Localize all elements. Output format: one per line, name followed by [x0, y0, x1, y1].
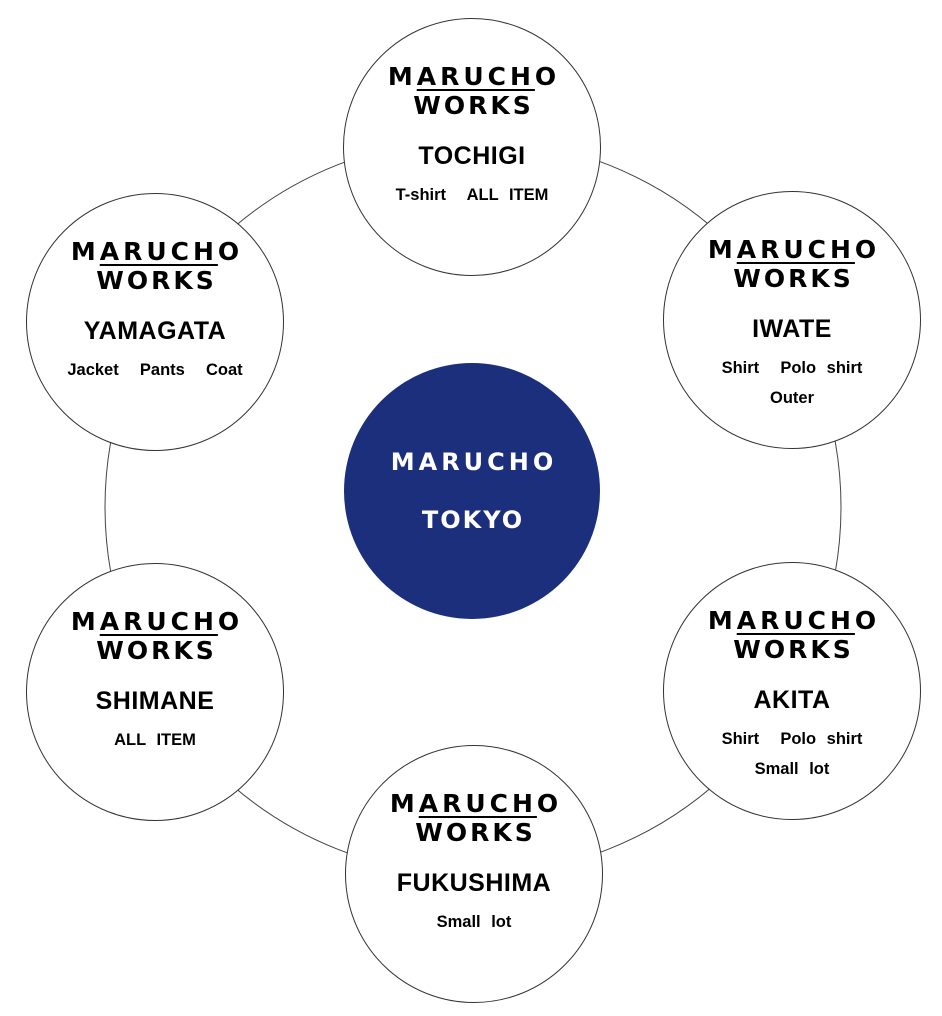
factory-product-line: Small lot — [436, 912, 512, 931]
logo-wordmark-top: MARUCHO — [71, 238, 243, 265]
factory-product-line: Outer — [769, 388, 814, 407]
factory-location-name: YAMAGATA — [83, 316, 227, 345]
factory-product-line: Small lot — [754, 759, 830, 778]
logo-letter-end: O — [217, 236, 244, 266]
logo-letter-end: O — [854, 234, 881, 264]
factory-product-line: T-shirt ALL ITEM — [395, 185, 549, 204]
logo-letter-start: M — [70, 236, 100, 266]
center-hub-marucho-tokyo: MARUCHO TOKYO — [344, 363, 600, 619]
logo-letter-end: O — [217, 606, 244, 636]
logo-letters-underlined: ARUCH — [736, 605, 855, 635]
logo-letters-underlined: ARUCH — [418, 788, 537, 818]
logo-wordmark-top: MARUCHO — [388, 63, 560, 90]
logo-wordmark-bottom: WORKS — [96, 635, 217, 665]
factory-product-list: Small lot — [437, 907, 512, 937]
logo-wordmark-top: MARUCHO — [708, 607, 880, 634]
logo-letter-start: M — [70, 606, 100, 636]
factory-location-name: AKITA — [753, 685, 831, 714]
center-line2: TOKYO — [421, 506, 525, 534]
logo-letter-end: O — [854, 605, 881, 635]
logo-letter-start: M — [707, 605, 737, 635]
logo-letter-end: O — [536, 788, 563, 818]
logo-wordmark-top: MARUCHO — [708, 236, 880, 263]
factory-location-name: FUKUSHIMA — [396, 868, 552, 897]
logo-letter-start: M — [707, 234, 737, 264]
factory-product-list: Jacket Pants Coat — [67, 355, 242, 385]
factory-product-line: Shirt Polo shirt — [721, 729, 863, 748]
factory-product-list: ALL ITEM — [114, 725, 196, 755]
factory-product-line: Shirt Polo shirt — [721, 358, 863, 377]
logo-wordmark-bottom: WORKS — [415, 817, 536, 847]
logo-letters-underlined: ARUCH — [736, 234, 855, 264]
logo-letter-start: M — [389, 788, 419, 818]
factory-location-name: TOCHIGI — [418, 141, 526, 170]
factory-location-name: SHIMANE — [95, 686, 215, 715]
factory-product-list: T-shirt ALL ITEM — [396, 180, 549, 210]
logo-letter-end: O — [534, 61, 561, 91]
factory-product-line: Jacket Pants Coat — [67, 360, 243, 379]
logo-wordmark-bottom: WORKS — [413, 90, 534, 120]
logo-wordmark-top: MARUCHO — [71, 608, 243, 635]
logo-wordmark-top: MARUCHO — [390, 790, 562, 817]
factory-location-name: IWATE — [752, 314, 832, 343]
logo-wordmark-bottom: WORKS — [96, 265, 217, 295]
center-line1: MARUCHO — [390, 448, 558, 476]
factory-product-line: ALL ITEM — [114, 730, 196, 749]
logo-letters-underlined: ARUCH — [416, 61, 535, 91]
logo-wordmark-bottom: WORKS — [733, 263, 854, 293]
logo-wordmark-bottom: WORKS — [733, 634, 854, 664]
logo-letters-underlined: ARUCH — [99, 606, 218, 636]
logo-letter-start: M — [387, 61, 417, 91]
logo-letters-underlined: ARUCH — [99, 236, 218, 266]
